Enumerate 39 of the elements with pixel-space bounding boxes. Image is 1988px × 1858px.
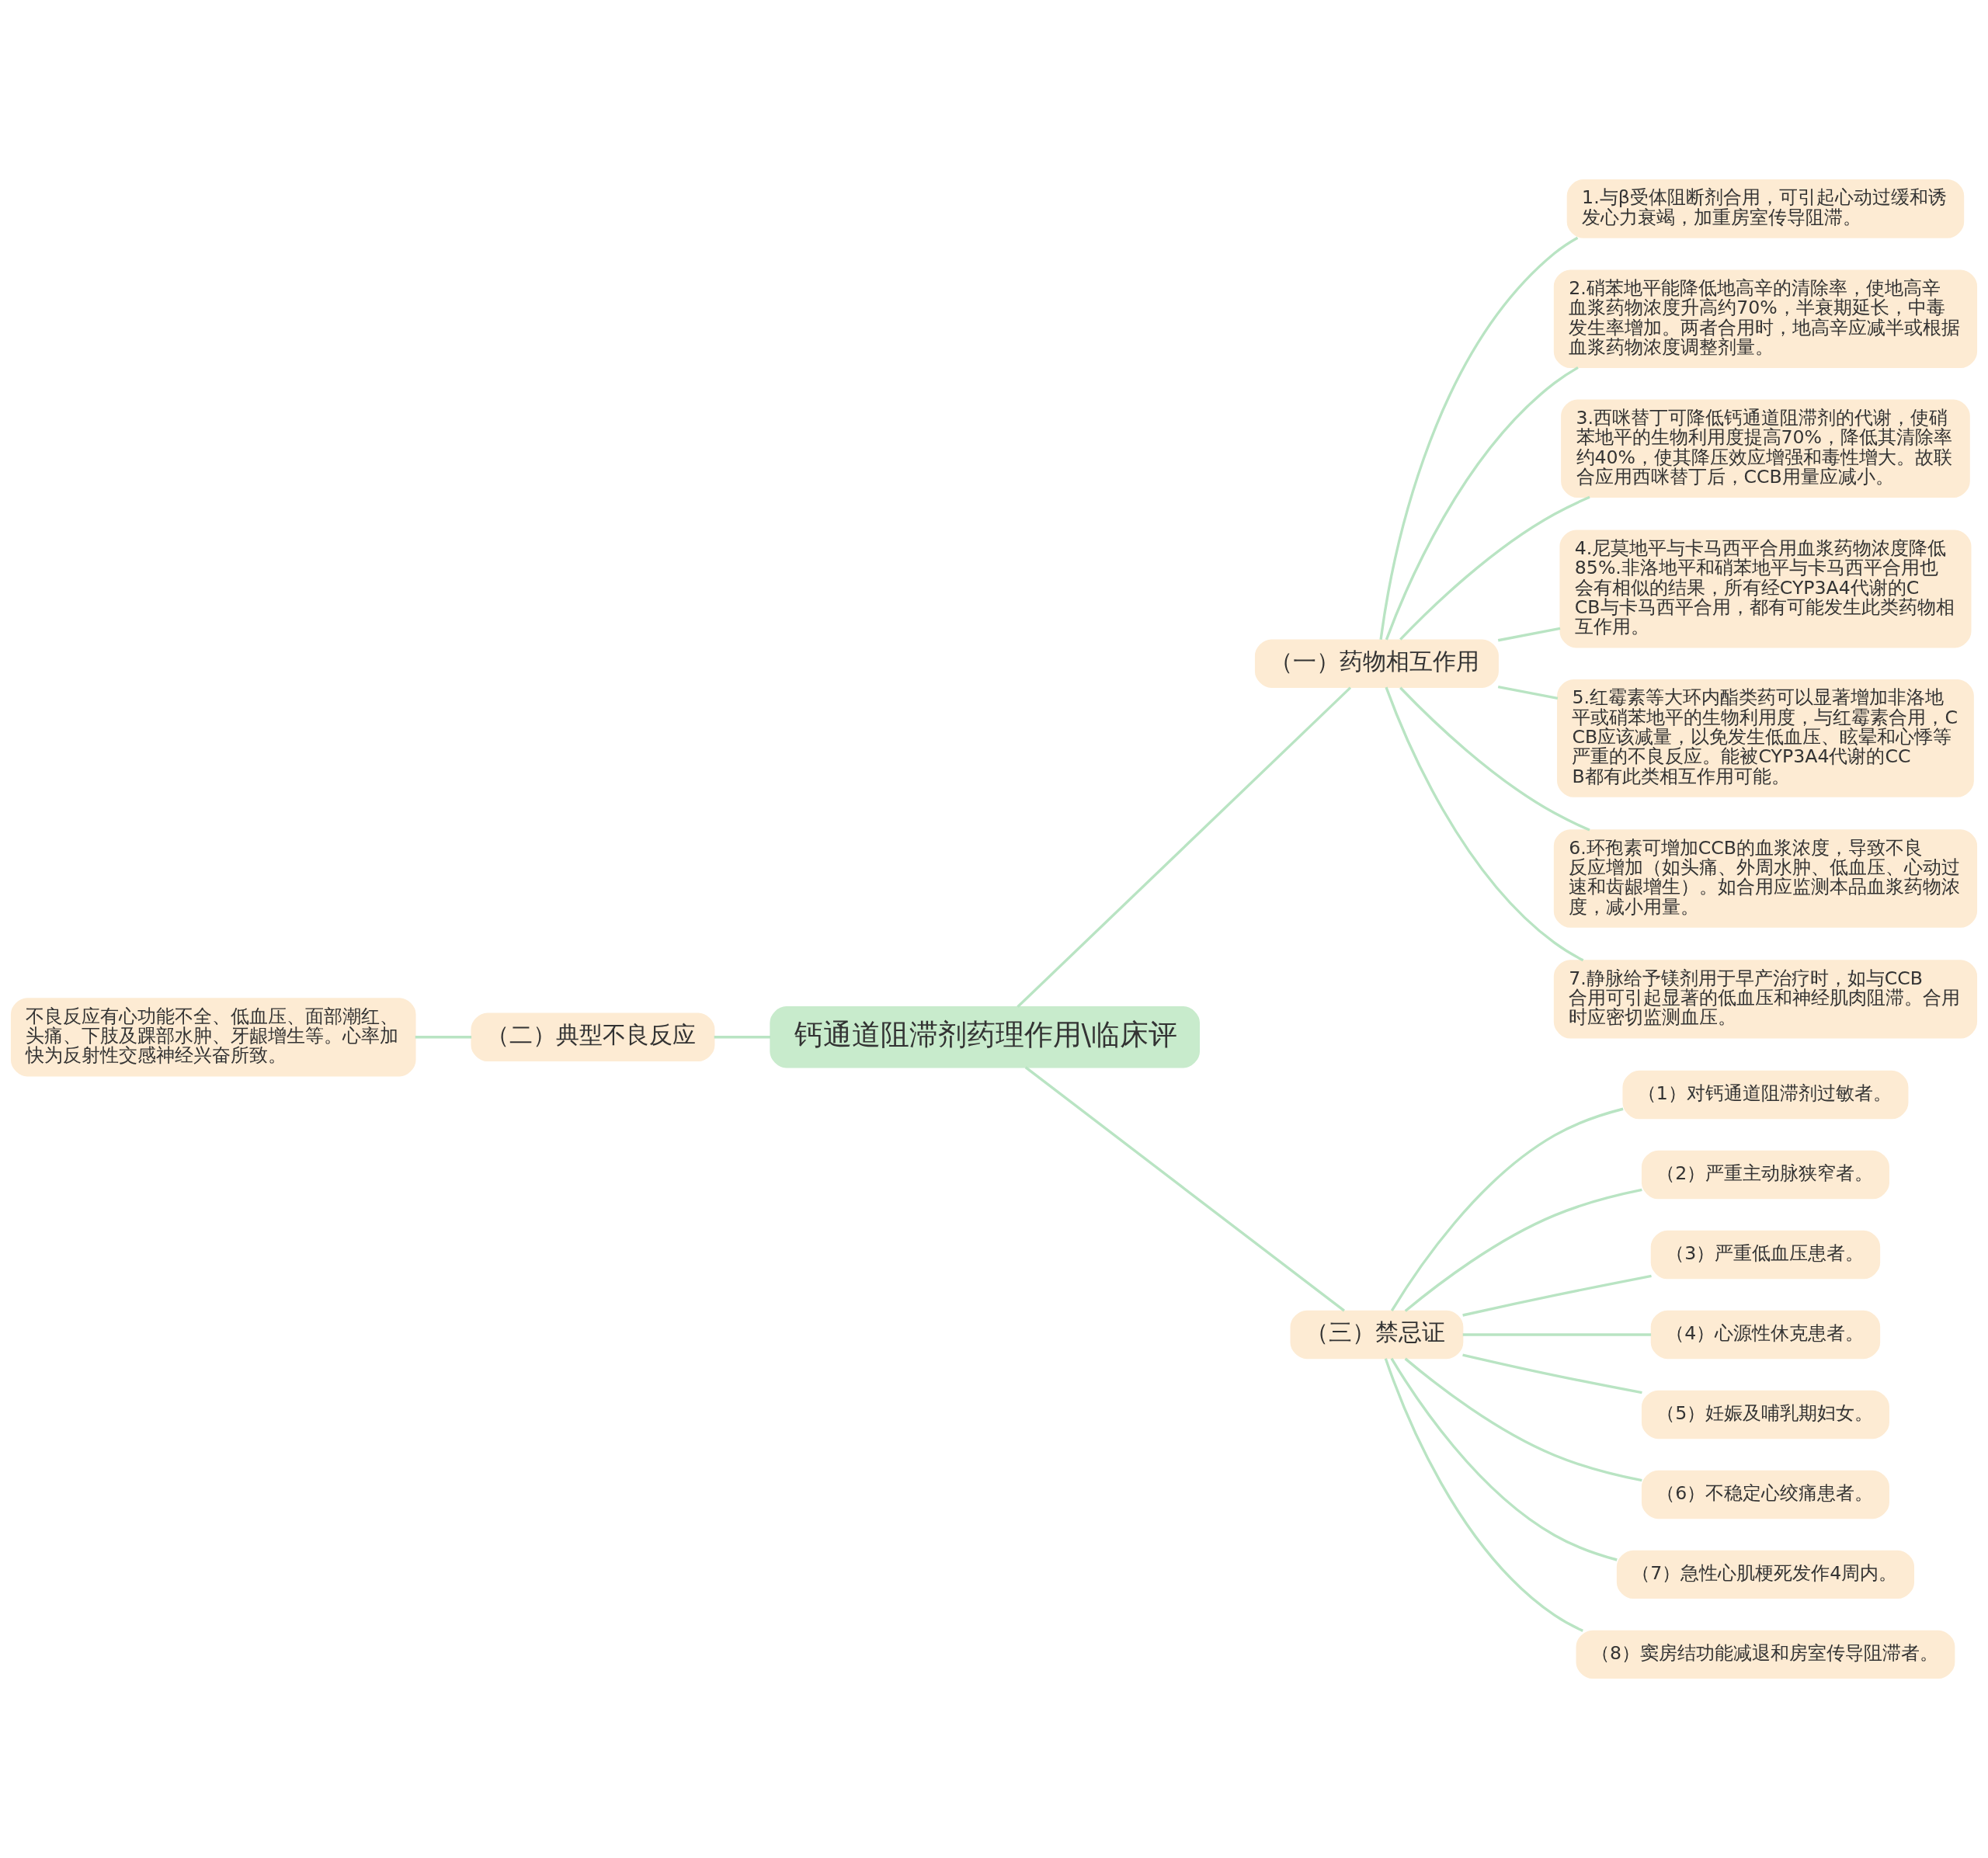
connector: [1385, 366, 1579, 641]
connector: [1379, 236, 1579, 641]
node-box: （6）不稳定心绞痛患者。: [1641, 1470, 1889, 1519]
node-box: 4.尼莫地平与卡马西平合用血浆药物浓度降低85%.非洛地平和硝苯地平与卡马西平合用也会有相似的结果，所有经CYP3A4代谢的CCB与卡马西平合用，都有可能发生此类药物相互作用。: [1559, 530, 1972, 648]
node-box: 钙通道阻滞剂药理作用\临床评: [770, 1006, 1201, 1068]
node-box: 1.与β受体阻断剂合用，可引起心动过缓和诱发心力衰竭，加重房室传导阻滞。: [1566, 179, 1965, 238]
connector: [1404, 1188, 1642, 1312]
node-box: 不良反应有心功能不全、低血压、面部潮红、头痛、下肢及踝部水肿、牙龈增生等。心率加快为反射性交感神经兴奋所致。: [10, 998, 416, 1077]
node-box: 3.西咪替丁可降低钙通道阻滞剂的代谢，使硝苯地平的生物利用度提高70%，降低其清除率约40%，使其降压效应增强和毒性增大。故联合应用西咪替丁后，CCB用量应减小。: [1561, 399, 1970, 498]
connector: [1462, 1274, 1652, 1317]
connector: [1462, 1353, 1642, 1394]
node-box: （1）对钙通道阻滞剂过敏者。: [1622, 1070, 1909, 1120]
connector: [415, 1036, 472, 1039]
node-box: （4）心源性休克患者。: [1650, 1310, 1881, 1360]
connector: [1024, 1066, 1345, 1312]
connector: [714, 1036, 771, 1039]
node-box: 7.静脉给予镁剂用于早产治疗时，如与CCB合用可引起显著的低血压和神经肌肉阻滞。合用时应密切监测血压。: [1553, 960, 1978, 1039]
node-box: （5）妊娠及哺乳期妇女。: [1641, 1390, 1889, 1440]
node-box: （三）禁忌证: [1290, 1310, 1464, 1360]
node-box: （二）典型不良反应: [471, 1012, 715, 1061]
node-box: 2.硝苯地平能降低地高辛的清除率，使地高辛血浆药物浓度升高约70%，半衰期延长，中毒发生率增加。两者合用时，地高辛应减半或根据血浆药物浓度调整剂量。: [1553, 269, 1978, 368]
connector: [1390, 1357, 1618, 1561]
connector: [1497, 685, 1559, 700]
connector: [1399, 686, 1590, 832]
connector: [1462, 1333, 1652, 1336]
node-box: 6.环孢素可增加CCB的血浆浓度，导致不良反应增加（如头痛、外周水肿、低血压、心动过速和齿龈增生）。如合用应监测本品血浆药物浓度，减小用量。: [1553, 829, 1978, 928]
node-box: （3）严重低血压患者。: [1650, 1230, 1881, 1280]
connector: [1390, 1107, 1624, 1312]
connector: [1017, 686, 1352, 1009]
node-box: （一）药物相互作用: [1254, 639, 1499, 688]
connector: [1497, 627, 1561, 642]
node-box: （7）急性心肌梗死发作4周内。: [1616, 1550, 1915, 1599]
node-box: （2）严重主动脉狭窄者。: [1641, 1150, 1889, 1200]
node-box: 5.红霉素等大环内酯类药可以显著增加非洛地平或硝苯地平的生物利用度，与红霉素合用，CCB应该减量，以免发生低血压、眩晕和心悸等严重的不良反应。能被CYP3A4代谢的CCB都有此类相互作用可能。: [1557, 679, 1974, 797]
connector: [1384, 1358, 1583, 1632]
connector: [1404, 1357, 1642, 1482]
node-box: （8）窦房结功能减退和房室传导阻滞者。: [1576, 1630, 1955, 1679]
connector: [1399, 495, 1590, 641]
connector: [1385, 686, 1584, 962]
